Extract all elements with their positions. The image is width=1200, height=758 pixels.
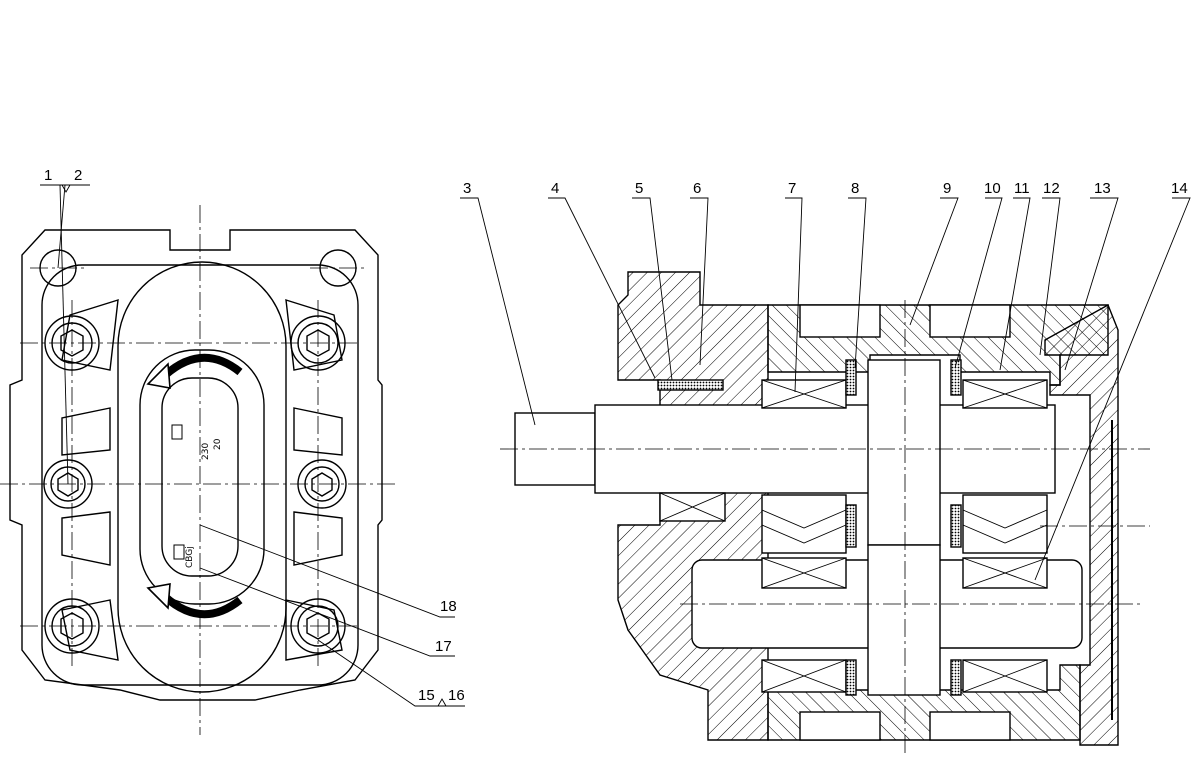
oval-housing: [117, 261, 287, 693]
callout-17: 17: [435, 638, 452, 655]
front-view: [9, 229, 383, 701]
callout-9: 9: [943, 180, 951, 197]
nameplate-displacement: 230: [201, 443, 211, 460]
callout-labels: 1 2 3 4 5 6 7 8 9 10 11 12 13 14 18 17 1…: [44, 167, 1188, 704]
callout-5: 5: [635, 180, 643, 197]
seals: [657, 359, 962, 696]
callout-18: 18: [440, 598, 457, 615]
callout-14: 14: [1171, 180, 1188, 197]
flange-outline: [9, 229, 383, 701]
callout-8: 8: [851, 180, 859, 197]
drive-gear: [867, 359, 941, 546]
callout-13: 13: [1094, 180, 1111, 197]
callout-16: 16: [448, 687, 465, 704]
callout-1: 1: [44, 167, 52, 184]
section-view: [514, 271, 1119, 746]
driven-gear: [867, 544, 941, 696]
callout-leaders: [40, 184, 1191, 707]
callout-6: 6: [693, 180, 701, 197]
callout-7: 7: [788, 180, 796, 197]
nameplate-pressure: 20: [213, 438, 223, 450]
rear-cover: [1044, 304, 1119, 746]
bearing-crosses: [659, 379, 1048, 693]
callout-15: 15: [418, 687, 435, 704]
callout-10: 10: [984, 180, 1001, 197]
nameplate-model: CBGj: [185, 546, 195, 568]
callout-11: 11: [1014, 180, 1030, 197]
oval-inner: [139, 349, 265, 605]
callout-4: 4: [551, 180, 559, 197]
callout-2: 2: [74, 167, 82, 184]
callout-12: 12: [1043, 180, 1060, 197]
nameplate-text: CBGj 230 20: [171, 424, 223, 568]
callout-3: 3: [463, 180, 471, 197]
section-centerlines: [500, 300, 1150, 755]
front-centerlines: [0, 205, 395, 735]
